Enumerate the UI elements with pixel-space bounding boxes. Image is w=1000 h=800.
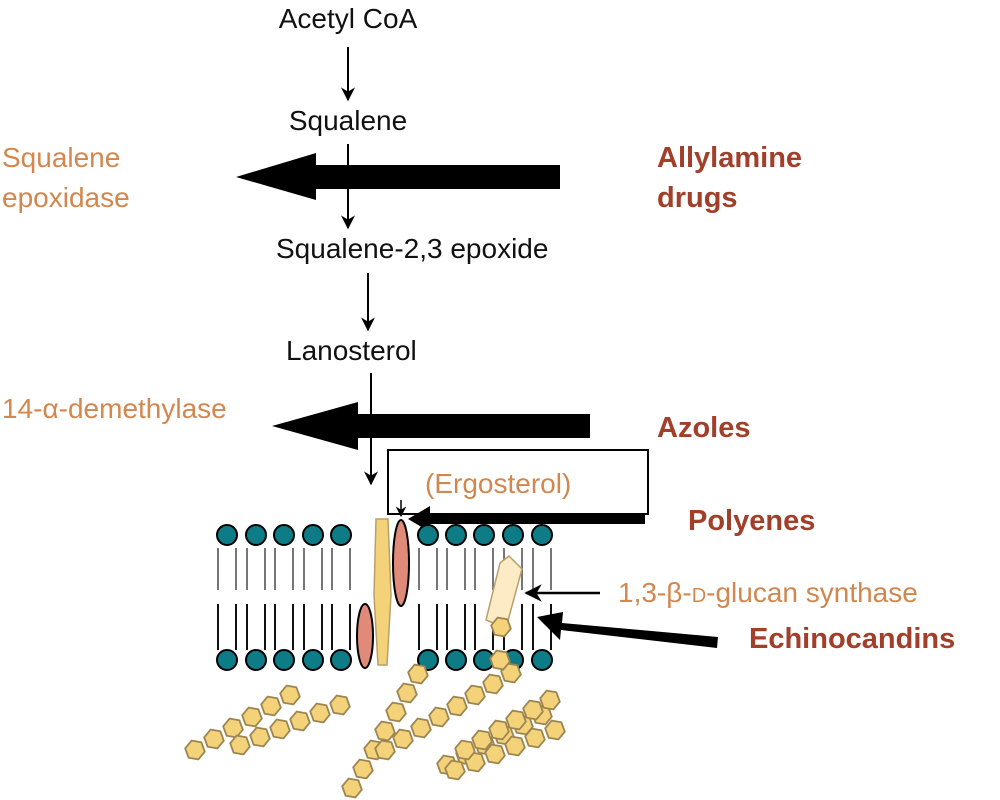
echinocandins-inhibition-arrow: [537, 612, 718, 648]
glucan-unit: [222, 717, 244, 739]
glucan-unit: [471, 729, 493, 751]
glucan-unit: [484, 743, 506, 765]
glucan-unit: [444, 759, 466, 781]
lipid-head-lower: [445, 649, 467, 671]
lipid-head-lower: [302, 649, 324, 671]
lipid-head-lower: [330, 649, 352, 671]
glucan-unit: [504, 735, 526, 757]
lipid-head-upper: [417, 524, 439, 546]
glucan-synthase-prefix: 1,3-β-: [618, 577, 692, 608]
lipid-head-lower: [216, 649, 238, 671]
azoles-inhibition-arrow: [272, 402, 590, 450]
glucan-synthase-label: 1,3-β-D-glucan synthase: [618, 577, 918, 608]
glucan-unit: [203, 728, 225, 750]
glucan-unit: [522, 699, 544, 721]
glucan-synthase-suffix: -glucan synthase: [706, 577, 918, 608]
glucan-unit: [464, 684, 486, 706]
glucan-unit: [490, 616, 512, 638]
pathway-step-acetyl-coa: Acetyl CoA: [279, 3, 418, 34]
lipid-head-upper: [531, 524, 553, 546]
pathway-step-squalene-epoxide: Squalene-2,3 epoxide: [276, 233, 548, 264]
glucan-unit: [184, 739, 206, 761]
drug-label-allylamine-line1: Allylamine: [657, 142, 802, 174]
lipid-head-upper: [245, 524, 267, 546]
glucan-synthase-enzyme: [485, 555, 523, 630]
glucan-chains: [184, 616, 566, 799]
lipid-head-upper: [216, 524, 238, 546]
glucan-unit: [488, 719, 510, 741]
glucan-unit: [454, 739, 476, 761]
glucan-unit: [500, 662, 522, 684]
glucan-unit: [309, 702, 331, 724]
lipid-head-upper: [273, 524, 295, 546]
lipid-head-upper: [502, 524, 524, 546]
membrane-pore-protein: [373, 518, 392, 666]
glucan-unit: [524, 727, 546, 749]
glucan-unit: [260, 695, 282, 717]
glucan-unit: [539, 689, 561, 711]
glucan-unit: [374, 720, 396, 742]
glucan-unit: [269, 718, 291, 740]
glucan-unit: [241, 706, 263, 728]
glucan-unit: [229, 734, 251, 756]
pathway-step-squalene: Squalene: [289, 105, 407, 136]
lipid-head-upper: [330, 524, 352, 546]
lipid-head-upper: [445, 524, 467, 546]
glucan-unit: [352, 758, 374, 780]
polyenes-binding-arrow: [408, 506, 645, 532]
glucan-unit: [544, 719, 566, 741]
squalene-epoxidase-label-line1: Squalene: [2, 142, 120, 173]
glucan-unit: [289, 710, 311, 732]
lipid-head-lower: [245, 649, 267, 671]
lipid-head-upper: [473, 524, 495, 546]
glucan-unit: [249, 726, 271, 748]
glucan-unit: [407, 663, 429, 685]
ergosterol-molecule-upper: [392, 519, 410, 607]
pathway-step-lanosterol: Lanosterol: [286, 335, 417, 366]
glucan-unit: [489, 649, 511, 671]
glucan-unit: [329, 694, 351, 716]
ergosterol-molecule-lower: [356, 603, 374, 669]
lipid-head-lower: [417, 649, 439, 671]
demethylase-label: 14-α-demethylase: [2, 393, 227, 424]
ergosterol-label: (Ergosterol): [425, 468, 571, 499]
glucan-unit: [482, 673, 504, 695]
drug-label-azoles: Azoles: [657, 412, 750, 444]
lipid-head-upper: [302, 524, 324, 546]
glucan-unit: [385, 701, 407, 723]
squalene-epoxidase-label-line2: epoxidase: [2, 182, 130, 213]
glucan-synthase-d: D: [692, 585, 706, 607]
glucan-unit: [410, 717, 432, 739]
glucan-unit: [279, 684, 301, 706]
allylamine-inhibition-arrow: [236, 153, 560, 200]
glucan-unit: [374, 739, 396, 761]
ergosterol-box: [387, 449, 649, 515]
glucan-unit: [428, 706, 450, 728]
glucan-unit: [341, 777, 363, 799]
glucan-unit: [505, 709, 527, 731]
drug-label-allylamine-line2: drugs: [657, 182, 738, 214]
lipid-head-lower: [273, 649, 295, 671]
glucan-unit: [396, 682, 418, 704]
glucan-unit: [392, 728, 414, 750]
lipid-head-lower: [531, 649, 553, 671]
drug-label-echinocandins: Echinocandins: [749, 623, 955, 655]
drug-label-polyenes: Polyenes: [688, 505, 815, 537]
glucan-unit: [446, 695, 468, 717]
